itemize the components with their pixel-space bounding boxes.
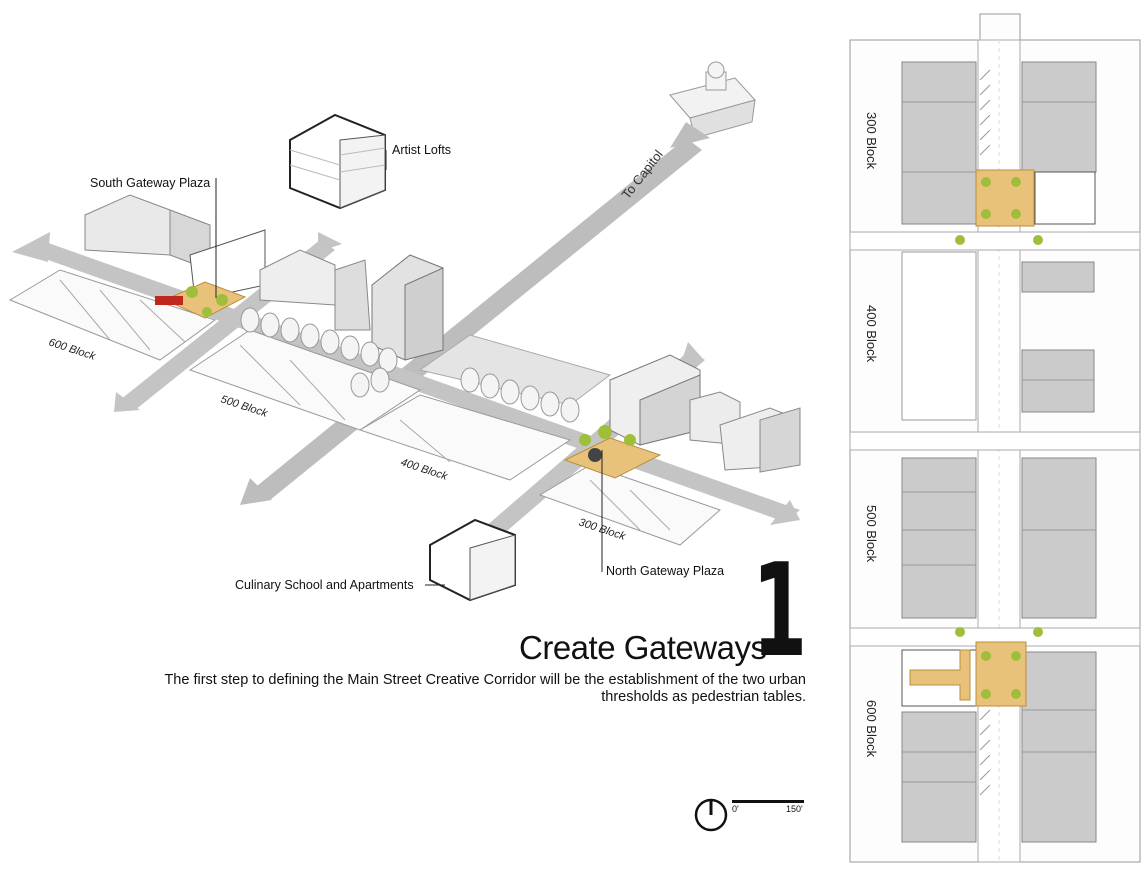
artist-lofts-building [289,113,386,210]
plan-block-600 [901,627,1097,843]
buildings [84,194,801,473]
plan-block-label-400: 400 Block [864,305,879,363]
site-plan: 300 Block 400 Block 500 Block 600 Block [849,13,1141,863]
capitol-building-icon [669,61,756,139]
scale-bar [732,800,804,803]
page-title: Create Gateways [519,629,767,666]
axo-block-label-600: 600 Block [47,336,97,362]
axo-block-label-400: 400 Block [399,456,449,482]
plan-block-500 [901,457,1097,619]
tree-rows [240,307,580,423]
axo-block-label-500: 500 Block [219,393,269,419]
plan-block-label-600: 600 Block [864,700,879,758]
parcels [8,269,721,546]
axonometric-diagram: To Capitol 600 Block 500 Block 400 Block… [8,61,804,832]
scale-start-label: 0' [732,804,739,814]
south-gateway-plaza [155,281,247,319]
south-gateway-plaza-label: South Gateway Plaza [90,176,211,190]
plan-parking-stripes [979,69,991,796]
culinary-school-label: Culinary School and Apartments [235,578,414,592]
plan-block-400 [901,251,1095,421]
plan-block-label-300: 300 Block [864,112,879,170]
plan-block-label-500: 500 Block [864,505,879,563]
leader-lines [215,150,603,586]
artist-lofts-label: Artist Lofts [392,143,452,157]
north-gateway-plaza [563,425,662,479]
description: The first step to defining the Main Stre… [164,672,806,705]
scale-end-label: 150' [786,804,803,814]
north-arrow-icon [694,798,728,832]
plan-block-300 [901,61,1097,245]
north-gateway-plaza-label: North Gateway Plaza [606,564,725,578]
step-number: 1 [752,537,807,686]
culinary-school-building [429,518,516,602]
